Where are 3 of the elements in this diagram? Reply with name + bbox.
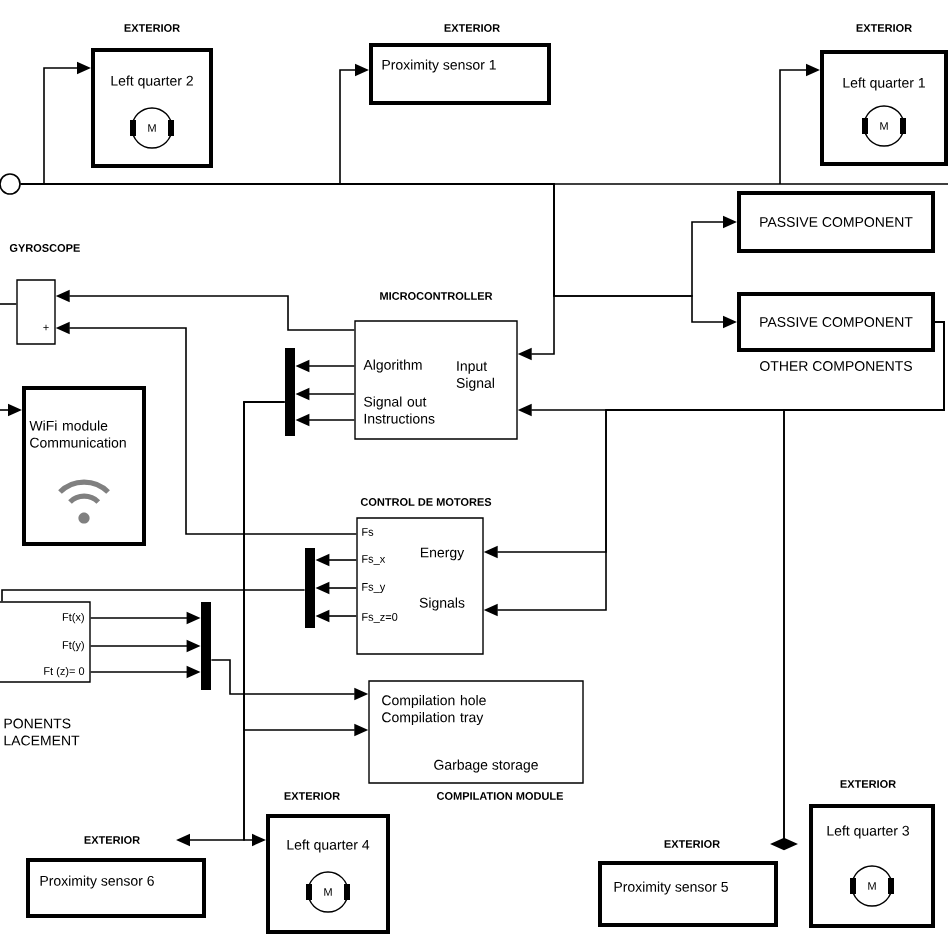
connector [20,183,555,361]
connector [0,303,18,305]
connector [1,589,306,603]
